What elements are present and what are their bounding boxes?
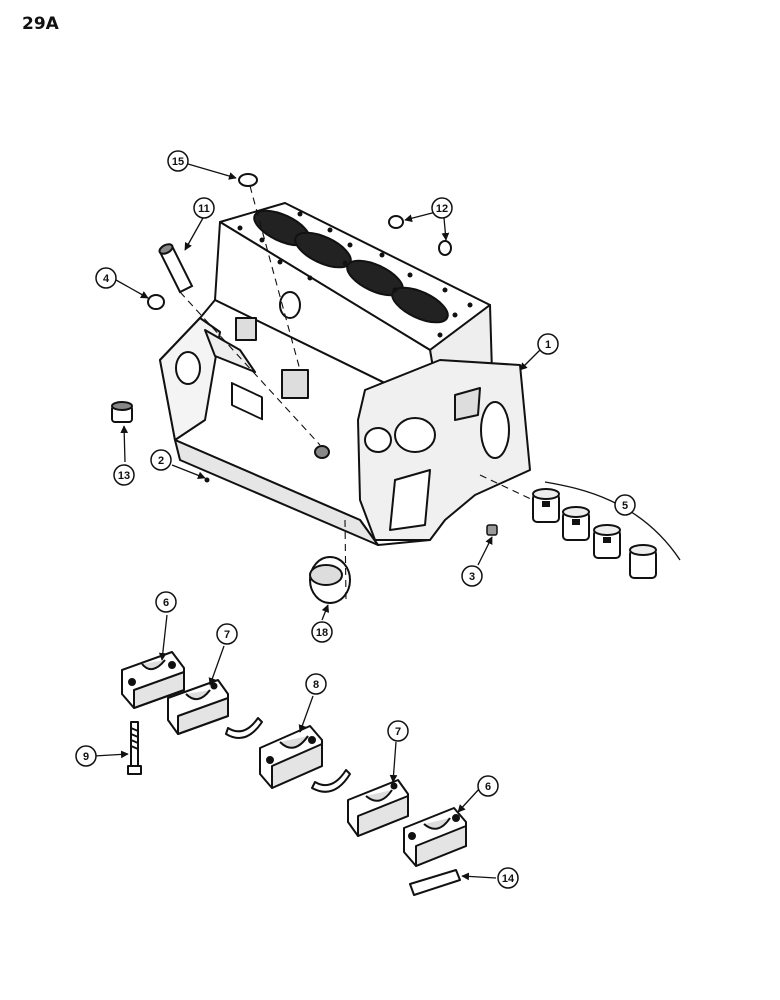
expansion-plug-12a [388, 215, 404, 229]
callout-6a: 6 [155, 591, 177, 613]
callout-label-c8: 8 [313, 679, 319, 691]
callout-13: 13 [113, 464, 135, 486]
callouts: 1 2 3 4 5 6 6 7 7 8 9 11 12 13 14 15 18 [75, 150, 636, 889]
callout-3: 3 [461, 565, 483, 587]
callout-9: 9 [75, 745, 97, 767]
main-bearing-bolt-9 [127, 721, 142, 775]
expansion-plug-4 [147, 294, 165, 310]
callout-5: 5 [614, 494, 636, 516]
callout-label-c11: 11 [198, 203, 210, 215]
expansion-plug-12b [438, 240, 452, 256]
callout-label-c5: 5 [622, 500, 628, 512]
head-bolt-holes [237, 211, 473, 338]
callout-14: 14 [497, 867, 519, 889]
thrust-washer-b [311, 769, 351, 793]
thrust-washer-a [225, 717, 263, 739]
callout-label-c13: 13 [118, 470, 130, 482]
callout-label-c4: 4 [103, 273, 110, 285]
camshaft-bushings-5 [532, 488, 657, 579]
tube-11 [158, 243, 194, 294]
callout-11: 11 [193, 197, 215, 219]
callout-8: 8 [305, 673, 327, 695]
expansion-plug-15 [238, 173, 258, 187]
callout-label-c3: 3 [469, 571, 475, 583]
rear-main-bearing-cap-6 [121, 651, 185, 709]
assembly-guide-lines [179, 185, 534, 601]
callout-18: 18 [311, 621, 333, 643]
pipe-plug-3 [486, 524, 498, 536]
core-plug-18 [309, 556, 351, 604]
leader-lines [93, 163, 681, 881]
callout-7b: 7 [387, 720, 409, 742]
main-bearing-cap-7b [347, 779, 409, 837]
callout-label-c7b: 7 [395, 726, 401, 738]
cup-plug-13 [111, 401, 133, 423]
seal-plate-14 [409, 869, 461, 896]
callout-label-c15: 15 [172, 156, 184, 168]
main-bearing-cap-7a [167, 679, 229, 735]
page-number: 29A [22, 14, 59, 34]
callout-label-c9: 9 [83, 751, 89, 763]
callout-label-c6b: 6 [485, 781, 491, 793]
callout-15: 15 [167, 150, 189, 172]
callout-label-c14: 14 [502, 873, 515, 885]
cylinder-block [159, 202, 531, 546]
callout-label-c18: 18 [316, 627, 328, 639]
callout-2: 2 [150, 449, 172, 471]
callout-4: 4 [95, 267, 117, 289]
callout-label-c2: 2 [158, 455, 164, 467]
pipe-plug-2 [204, 477, 210, 483]
front-main-bearing-cap-6 [403, 807, 467, 867]
callout-1: 1 [537, 333, 559, 355]
center-main-bearing-cap-8 [259, 725, 323, 789]
callout-label-c7a: 7 [224, 629, 230, 641]
callout-12: 12 [431, 197, 453, 219]
callout-label-c6a: 6 [163, 597, 169, 609]
callout-6b: 6 [477, 775, 499, 797]
callout-7a: 7 [216, 623, 238, 645]
callout-label-c12: 12 [436, 203, 448, 215]
callout-label-c1: 1 [545, 339, 551, 351]
